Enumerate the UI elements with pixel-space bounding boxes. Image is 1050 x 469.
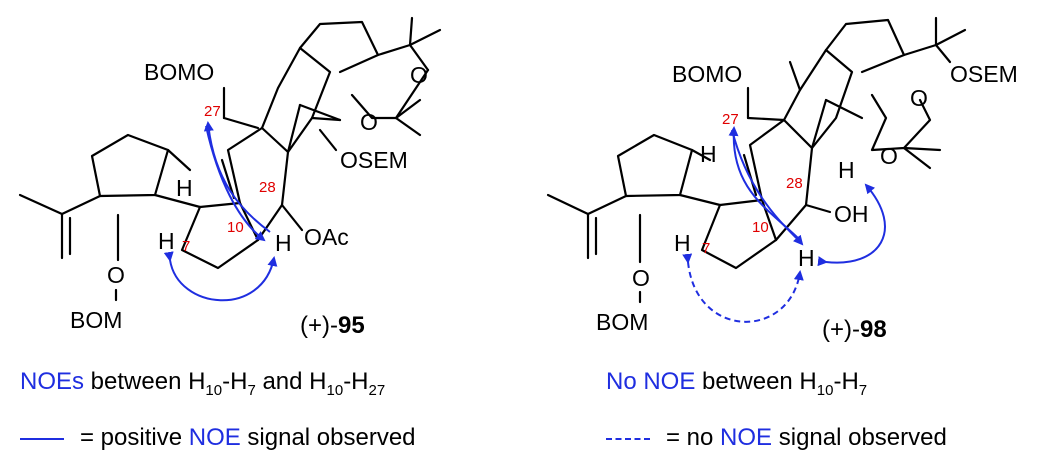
c27-number-95: 27 — [204, 103, 221, 120]
h7-label-95: H — [158, 228, 175, 254]
c10-number-95: 10 — [227, 219, 244, 236]
noe-arrow-h10-h7-95 — [163, 251, 278, 302]
c28-number-98: 28 — [786, 175, 803, 192]
caption-left-noe: NOEs between H10-H7 and H10-H27 — [20, 368, 386, 399]
acetal-o2-label-95: O — [360, 109, 378, 135]
noe-arrow-h10-h28-98 — [817, 183, 886, 267]
structure-95: BOMO OSEM OAc O BOM O O H H H 27 28 10 7… — [18, 16, 442, 339]
h10-label-98: H — [798, 245, 815, 271]
h-ring-label-95: H — [176, 175, 193, 201]
acetal-o1-label-98: O — [910, 85, 928, 111]
h10-label-95: H — [275, 230, 292, 256]
ether-o-label-98: O — [632, 265, 650, 291]
compound-label-98: (+)-98 — [822, 316, 887, 343]
structure-95-bonds — [18, 16, 442, 302]
oh-label-98: OH — [834, 201, 869, 227]
bomo-label-98: BOMO — [672, 61, 742, 87]
acetal-o2-label-98: O — [880, 143, 898, 169]
noe-arrow-h10-h27-95 — [203, 121, 271, 233]
legend-dashed: = no NOE signal observed — [606, 426, 947, 450]
h-ring-label-98: H — [700, 141, 717, 167]
c27-number-98: 27 — [722, 111, 739, 128]
structure-98-bonds — [546, 16, 967, 304]
acetal-o1-label-95: O — [410, 62, 428, 88]
bomo-label-95: BOMO — [144, 59, 214, 85]
noe-arrow-h27-h10-95 — [205, 125, 266, 242]
structure-98: BOMO OSEM OH O BOM O O H H H H 27 28 10 … — [546, 16, 1018, 343]
h7-label-98: H — [674, 230, 691, 256]
caption-right-noe: No NOE between H10-H7 — [606, 368, 868, 399]
c28-number-95: 28 — [259, 179, 276, 196]
solid-line-swatch — [20, 437, 64, 440]
c7-number-95: 7 — [182, 238, 190, 255]
legend-solid: = positive NOE signal observed — [20, 426, 416, 450]
bom-label-98: BOM — [596, 309, 648, 335]
compound-label-95: (+)-95 — [300, 312, 365, 339]
noe-arrow-dashed-h10-h7-98 — [682, 253, 804, 323]
noe-arrow-h27-h10-98 — [731, 129, 804, 246]
c7-number-98: 7 — [702, 240, 710, 257]
ether-o-label-95: O — [107, 262, 125, 288]
osem-label-95: OSEM — [340, 147, 408, 173]
h28-label-98: H — [838, 157, 855, 183]
c10-number-98: 10 — [752, 219, 769, 236]
bom-label-95: BOM — [70, 307, 122, 333]
dashed-line-swatch — [606, 437, 650, 440]
osem-label-98: OSEM — [950, 61, 1018, 87]
oac-label-95: OAc — [304, 224, 349, 250]
